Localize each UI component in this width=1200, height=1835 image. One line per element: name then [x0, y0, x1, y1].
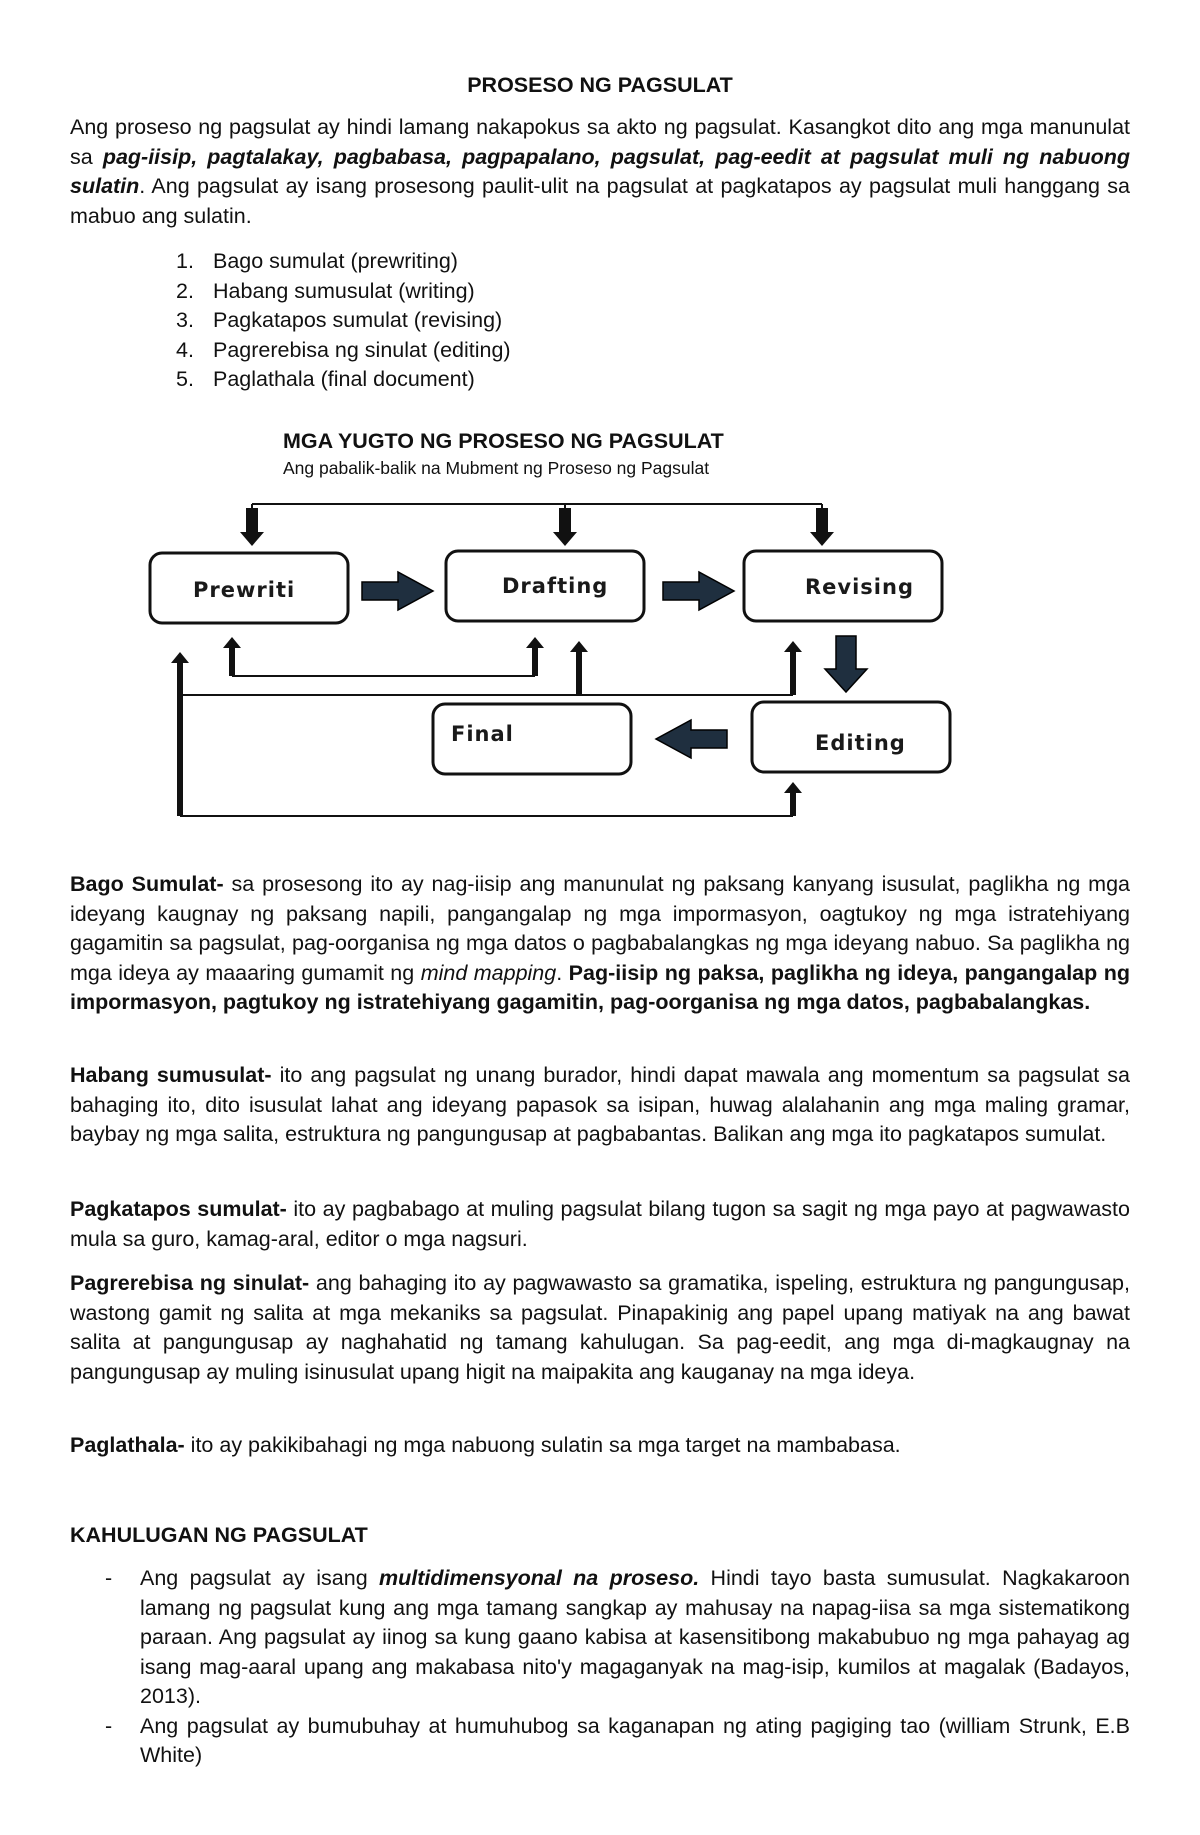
list-item: 1. Bago sumulat (prewriting) — [176, 247, 511, 277]
list-text: Pagkatapos sumulat (revising) — [213, 308, 503, 332]
section-pagrerebisa: Pagrerebisa ng sinulat- ang bahaging ito… — [70, 1269, 1130, 1387]
intro-text-2: . Ang pagsulat ay isang prosesong paulit… — [70, 174, 1130, 228]
section-text: sa prosesong ito ay nag-iisip ang manunu… — [70, 872, 1130, 985]
node-final: Final — [431, 702, 633, 776]
section-heading: Paglathala- — [70, 1433, 185, 1457]
section-heading: Bago Sumulat- — [70, 872, 224, 896]
list-number: 1. — [176, 249, 194, 273]
down-arrow-icon — [553, 508, 577, 546]
list-item: 3. Pagkatapos sumulat (revising) — [176, 306, 511, 336]
kahulugan-list: - Ang pagsulat ay isang multidimensyonal … — [70, 1564, 1130, 1771]
section-heading: Pagrerebisa ng sinulat- — [70, 1271, 310, 1295]
kahulugan-title: KAHULUGAN NG PAGSULAT — [70, 1523, 368, 1547]
diagram-title: MGA YUGTO NG PROSESO NG PAGSULAT — [283, 429, 724, 453]
down-arrow-icon — [240, 508, 264, 546]
top-feedback-connector — [251, 503, 823, 516]
list-text: Hindi tayo basta sumusulat. Nagkakaroon … — [140, 1566, 1130, 1708]
list-item: 2. Habang sumusulat (writing) — [176, 277, 511, 307]
intro-paragraph: Ang proseso ng pagsulat ay hindi lamang … — [70, 113, 1130, 231]
list-number: 2. — [176, 278, 194, 303]
up-arrow-icon — [223, 637, 241, 676]
list-text: Ang pagsulat ay bumubuhay at humuhubog s… — [140, 1713, 1130, 1768]
flow-block-arrows — [361, 570, 869, 760]
up-arrow-icon — [526, 637, 544, 676]
down-arrow-icon — [823, 635, 869, 694]
document-title: PROSESO NG PAGSULAT — [467, 73, 733, 97]
list-item: 4. Pagrerebisa ng sinulat (editing) — [176, 336, 511, 366]
section-paglathala: Paglathala- ito ay pakikibahagi ng mga n… — [70, 1431, 1130, 1461]
list-text: Habang sumusulat (writing) — [213, 278, 475, 303]
list-item: 5. Paglathala (final document) — [176, 365, 511, 395]
down-arrow-icon — [810, 508, 834, 546]
node-label-prewriti: Prewriti — [193, 578, 295, 602]
up-arrow-icon — [171, 652, 189, 816]
section-italic: mind mapping — [420, 960, 557, 985]
left-arrow-icon — [654, 718, 728, 760]
up-arrow-icon — [784, 782, 802, 816]
intro-text-1: Ang proseso ng pagsulat ay hindi lamang … — [70, 115, 1130, 169]
right-arrow-icon — [361, 570, 435, 612]
node-label-revising: Revising — [805, 575, 914, 599]
node-prewriti: Prewriti — [148, 551, 350, 625]
list-text: Pagrerebisa ng sinulat (editing) — [213, 337, 511, 362]
feedback-lines — [180, 675, 793, 817]
dash-bullet: - — [105, 1713, 113, 1738]
list-item: - Ang pagsulat ay bumubuhay at humuhubog … — [70, 1712, 1130, 1771]
up-arrow-icon — [784, 641, 802, 695]
node-label-drafting: Drafting — [502, 574, 608, 598]
section-bago-sumulat: Bago Sumulat- sa prosesong ito ay nag-ii… — [70, 870, 1130, 1018]
section-text: . — [556, 960, 569, 985]
process-steps-list: 1. Bago sumulat (prewriting) 2. Habang sum… — [176, 247, 511, 395]
feedback-up-arrows — [171, 637, 802, 816]
section-text: ito ay pakikibahagi ng mga nabuong sulat… — [184, 1433, 901, 1457]
right-arrow-icon — [662, 570, 736, 612]
list-number: 5. — [176, 367, 194, 391]
node-editing: Editing — [750, 700, 952, 774]
up-arrow-icon — [570, 641, 588, 695]
section-pagkatapos-sumulat: Pagkatapos sumulat- ito ay pagbabago at … — [70, 1195, 1130, 1254]
list-text: Bago sumulat (prewriting) — [213, 249, 458, 273]
list-text: Ang pagsulat ay isang — [140, 1566, 380, 1590]
list-number: 4. — [176, 337, 194, 362]
node-label-editing: Editing — [815, 731, 906, 755]
intro-emphasis: pag-iisip, pagtalakay, pagbabasa, pagpap… — [70, 144, 1131, 199]
section-text: ito ay pagbabago at muling pagsulat bila… — [70, 1197, 1130, 1251]
section-text: ang bahaging ito ay pagwawasto sa gramat… — [70, 1271, 1130, 1384]
dash-bullet: - — [105, 1566, 113, 1590]
section-habang-sumusulat: Habang sumusulat- ito ang pagsulat ng un… — [70, 1061, 1130, 1150]
list-text: Paglathala (final document) — [213, 367, 475, 391]
list-number: 3. — [176, 308, 194, 332]
section-bold-summary: Pag-iisip ng paksa, paglikha ng ideya, p… — [70, 960, 1131, 1015]
node-revising: Revising — [742, 549, 944, 623]
list-emphasis: multidimensyonal na proseso. — [379, 1566, 700, 1590]
process-diagram: Prewriti Drafting Revising Final Editing — [148, 503, 952, 817]
section-heading: Pagkatapos sumulat- — [70, 1197, 287, 1221]
section-text: ito ang pagsulat ng unang burador, hindi… — [70, 1063, 1130, 1146]
section-heading: Habang sumusulat- — [70, 1063, 272, 1087]
top-down-arrows — [240, 508, 834, 546]
node-label-final: Final — [451, 722, 514, 746]
list-item: - Ang pagsulat ay isang multidimensyonal … — [70, 1564, 1130, 1712]
diagram-subtitle: Ang pabalik-balik na Mubment ng Proseso … — [283, 458, 710, 478]
node-drafting: Drafting — [444, 549, 646, 623]
